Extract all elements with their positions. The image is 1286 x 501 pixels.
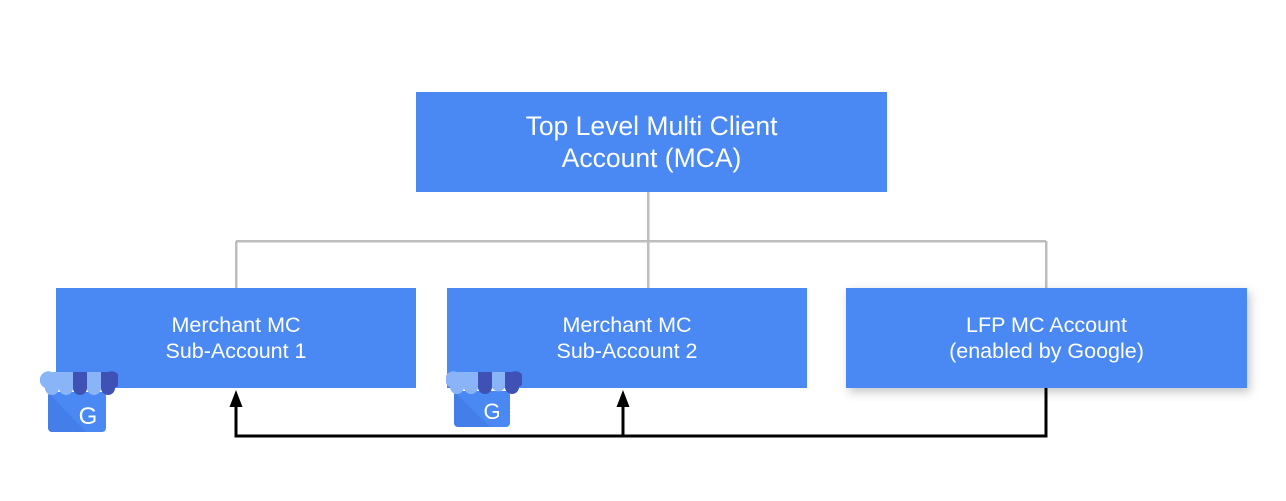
node-top-level-mca-line-1: Top Level Multi Client — [525, 110, 778, 141]
node-merchant-mc-sub-account-1-line-1: Merchant MC — [171, 312, 301, 337]
node-merchant-mc-sub-account-2-line-2: Sub-Account 2 — [556, 339, 698, 363]
awning-stripe-0 — [40, 371, 59, 395]
node-lfp-mc-account-line-1: LFP MC Account — [966, 312, 1127, 337]
google-my-business-storefront-icon: G — [446, 371, 522, 427]
node-top-level-mca[interactable]: Top Level Multi Client Account (MCA) — [416, 92, 887, 192]
awning-stripe-2 — [478, 372, 492, 394]
awning-stripe-4 — [505, 371, 522, 394]
arrow-path-lfp-to-sub1 — [234, 388, 1048, 438]
node-merchant-mc-sub-account-1[interactable]: Merchant MC Sub-Account 1 — [56, 288, 416, 388]
storefront-body-shade — [48, 392, 86, 432]
node-merchant-mc-sub-account-1-line-2: Sub-Account 1 — [165, 339, 307, 363]
awning-stripe-2 — [73, 372, 87, 395]
awning-stripe-4 — [101, 371, 118, 395]
awning-stripe-3 — [87, 372, 101, 395]
node-top-level-mca-line-2: Account (MCA) — [561, 143, 742, 173]
awning-stripe-1 — [59, 372, 73, 395]
arrowhead-sub2 — [616, 390, 630, 407]
arrowhead-sub1 — [229, 390, 243, 407]
awning-stripe-0 — [446, 371, 464, 394]
node-merchant-mc-sub-account-2[interactable]: Merchant MC Sub-Account 2 — [447, 288, 807, 388]
node-lfp-mc-account[interactable]: LFP MC Account (enabled by Google) — [846, 288, 1247, 388]
awning-stripe-3 — [492, 372, 505, 392]
storefront-body-shade — [454, 391, 490, 427]
node-lfp-mc-account-line-2: (enabled by Google) — [949, 339, 1144, 363]
google-g-letter: G — [483, 399, 500, 424]
google-g-letter: G — [79, 403, 98, 430]
awning-stripe-1 — [464, 372, 478, 394]
node-merchant-mc-sub-account-2-line-1: Merchant MC — [562, 312, 692, 337]
google-my-business-storefront-icon: G — [40, 371, 118, 432]
